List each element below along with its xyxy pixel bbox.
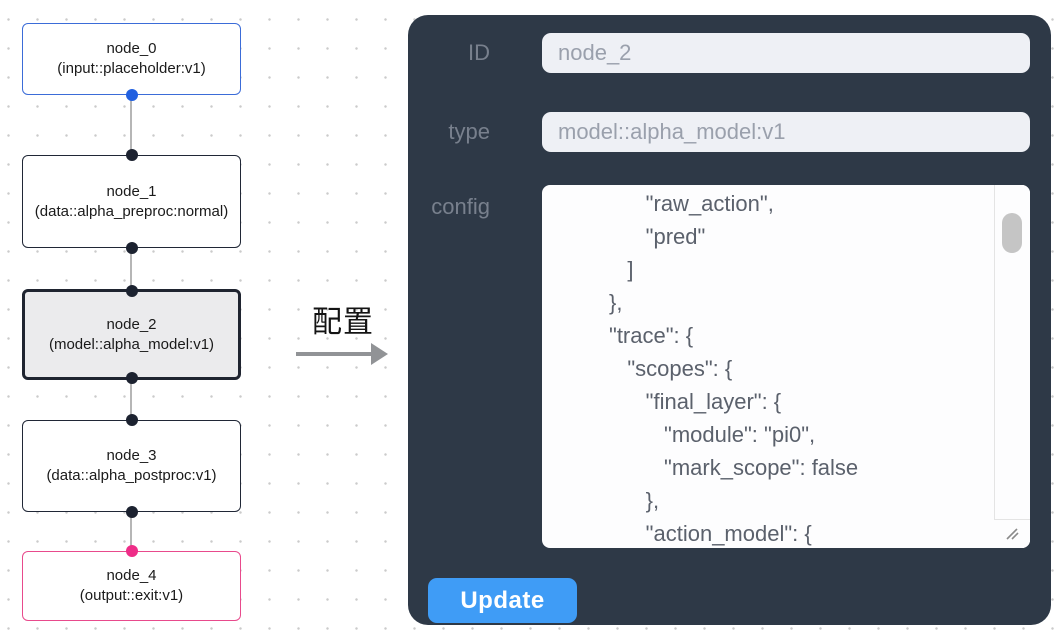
id-field-label: ID (468, 40, 490, 65)
node-node_3[interactable]: node_3 (data::alpha_postproc:v1) (22, 414, 241, 518)
config-scrollbar-track[interactable] (994, 185, 1030, 548)
input-port-dot[interactable] (125, 414, 138, 426)
node-type-label: (input::placeholder:v1) (57, 60, 206, 77)
id-input[interactable] (542, 33, 1030, 73)
config-resize-handle[interactable] (994, 519, 1030, 548)
output-port-dot[interactable] (125, 242, 138, 254)
node-title: node_4 (106, 567, 157, 584)
type-field-row: type (408, 112, 1051, 152)
node-type-label: (data::alpha_postproc:v1) (46, 467, 217, 484)
type-input[interactable] (542, 112, 1030, 152)
output-port-dot[interactable] (125, 372, 138, 384)
output-port-dot[interactable] (125, 506, 138, 518)
edge-node1-node2 (130, 247, 132, 289)
right-arrow-icon (296, 343, 388, 365)
node-node_4[interactable]: node_4 (output::exit:v1) (22, 545, 241, 621)
resize-grip-icon (1006, 528, 1019, 540)
configure-label: 配置 (312, 306, 374, 339)
input-port-dot[interactable] (125, 285, 138, 297)
node-title: node_0 (106, 40, 157, 57)
input-port-dot[interactable] (125, 149, 138, 161)
config-field-label: config (431, 194, 490, 219)
node-node_2-selected[interactable]: node_2 (model::alpha_model:v1) (22, 285, 241, 384)
node-node_1[interactable]: node_1 (data::alpha_preproc:normal) (22, 149, 241, 254)
node-title: node_2 (106, 315, 157, 333)
edge-node3-node4 (130, 511, 132, 551)
node-type-label: (model::alpha_model:v1) (48, 335, 215, 353)
config-editor: "raw_action", "pred" ] }, "trace": { "sc… (542, 185, 1030, 548)
node-type-label: (output::exit:v1) (79, 587, 184, 604)
node-title: node_3 (106, 447, 157, 464)
edge-node2-node3 (130, 379, 132, 420)
edge-node0-node1 (130, 95, 132, 155)
config-scrollbar-thumb[interactable] (1002, 213, 1022, 253)
input-port-dot[interactable] (125, 545, 138, 557)
node-node_0[interactable]: node_0 (input::placeholder:v1) (22, 23, 241, 101)
configure-annotation: 配置 (294, 297, 392, 365)
config-field-row: config "raw_action", "pred" ] }, "trace"… (408, 185, 1051, 548)
update-button[interactable]: Update (428, 578, 577, 623)
node-type-label: (data::alpha_preproc:normal) (34, 202, 229, 220)
node-config-panel: ID type config "raw_action", "pred" ] },… (408, 15, 1051, 625)
type-field-label: type (448, 119, 490, 144)
config-textarea[interactable]: "raw_action", "pred" ] }, "trace": { "sc… (542, 185, 994, 548)
output-port-dot[interactable] (125, 89, 138, 101)
node-title: node_1 (106, 182, 157, 200)
id-field-row: ID (408, 33, 1051, 73)
